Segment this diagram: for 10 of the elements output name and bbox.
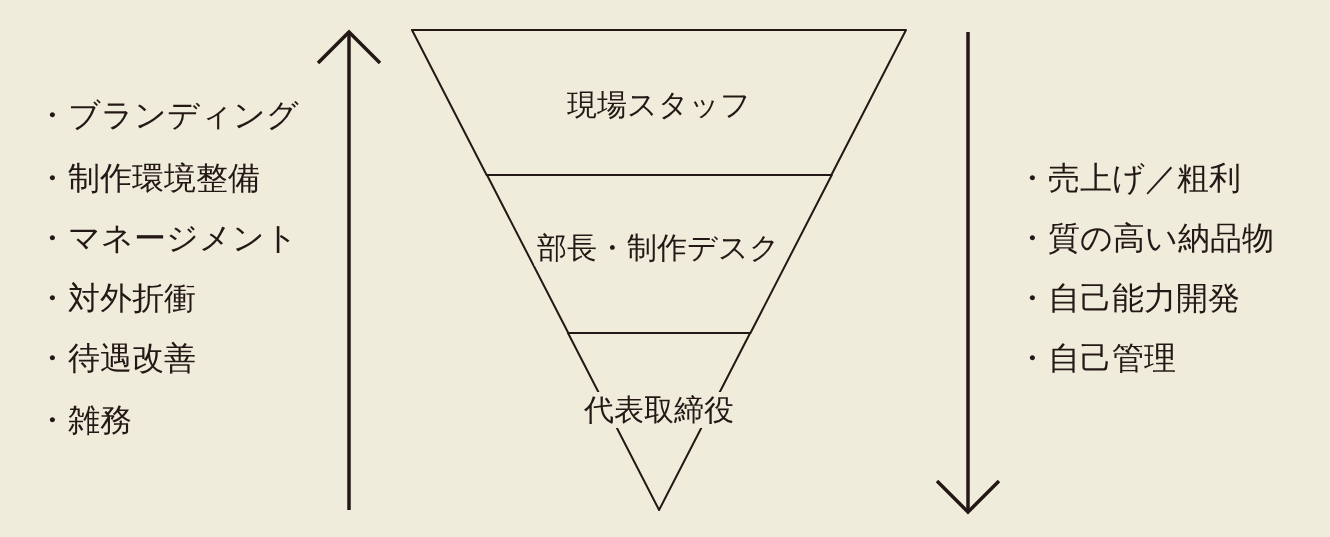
- list-item: ・自己能力開発: [1016, 278, 1240, 318]
- list-item: ・ブランディング: [36, 95, 299, 135]
- list-item: ・対外折衝: [36, 278, 196, 318]
- list-item: ・質の高い納品物: [1016, 218, 1274, 258]
- list-item: ・自己管理: [1016, 338, 1176, 378]
- list-item: ・制作環境整備: [36, 158, 260, 198]
- list-item: ・売上げ／粗利: [1016, 158, 1241, 198]
- list-item: ・マネージメント: [36, 218, 298, 258]
- list-item: ・雑務: [36, 400, 132, 440]
- list-item: ・待遇改善: [36, 338, 196, 378]
